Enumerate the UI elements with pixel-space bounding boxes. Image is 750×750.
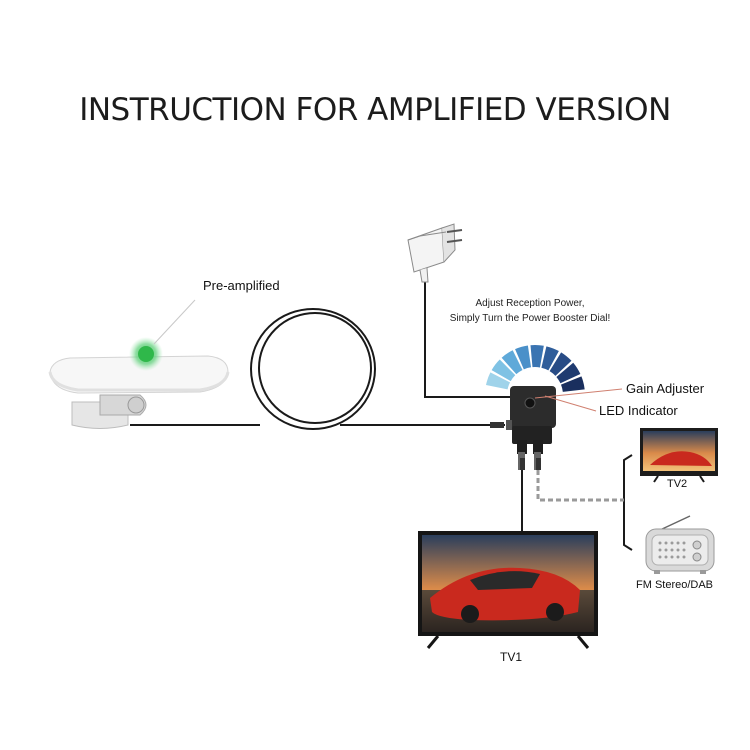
gain-scale-segment [501,350,523,375]
tv2-icon [640,428,718,483]
cable-coil [250,308,376,430]
gain-scale [486,344,585,392]
adjust-power-line-1: Adjust Reception Power, [475,298,585,309]
gain-scale-segment [530,344,544,368]
connectors [490,422,541,470]
gain-scale-segment [549,352,572,376]
gain-scale-segment [486,372,511,390]
pre-amplified-pointer [153,299,196,345]
led-dot-icon [138,346,154,362]
gain-scale-segment [541,346,559,371]
tv2-label: TV2 [667,478,688,490]
dashed-split-cable [536,470,624,502]
page-title: INSTRUCTION FOR AMPLIFIED VERSION [79,92,671,128]
led-indicator-label: LED Indicator [599,403,678,418]
fm-stereo-dab-label: FM Stereo/DAB [636,579,714,591]
gain-scale-segment [560,376,585,392]
antenna-icon [48,355,230,429]
led-indicator-pointer [544,395,597,412]
gain-scale-segment [491,359,516,382]
tv-split-bracket [623,454,633,551]
radio-icon [645,515,715,574]
gain-scale-segment [556,362,581,384]
tv1-icon [418,531,598,649]
pre-amplified-label: Pre-amplified [203,278,280,293]
gain-scale-segment [515,345,532,370]
gain-adjuster-label: Gain Adjuster [626,381,705,396]
amplifier-icon [506,386,556,470]
coax-cables [130,270,633,551]
tv1-label: TV1 [500,650,523,664]
adjust-power-note: Adjust Reception Power, Simply Turn the … [425,296,635,326]
power-adapter-icon [407,223,463,283]
gain-adjuster-pointer [534,388,623,399]
adapter-cable [424,270,515,398]
adjust-power-line-2: Simply Turn the Power Booster Dial! [449,313,611,324]
